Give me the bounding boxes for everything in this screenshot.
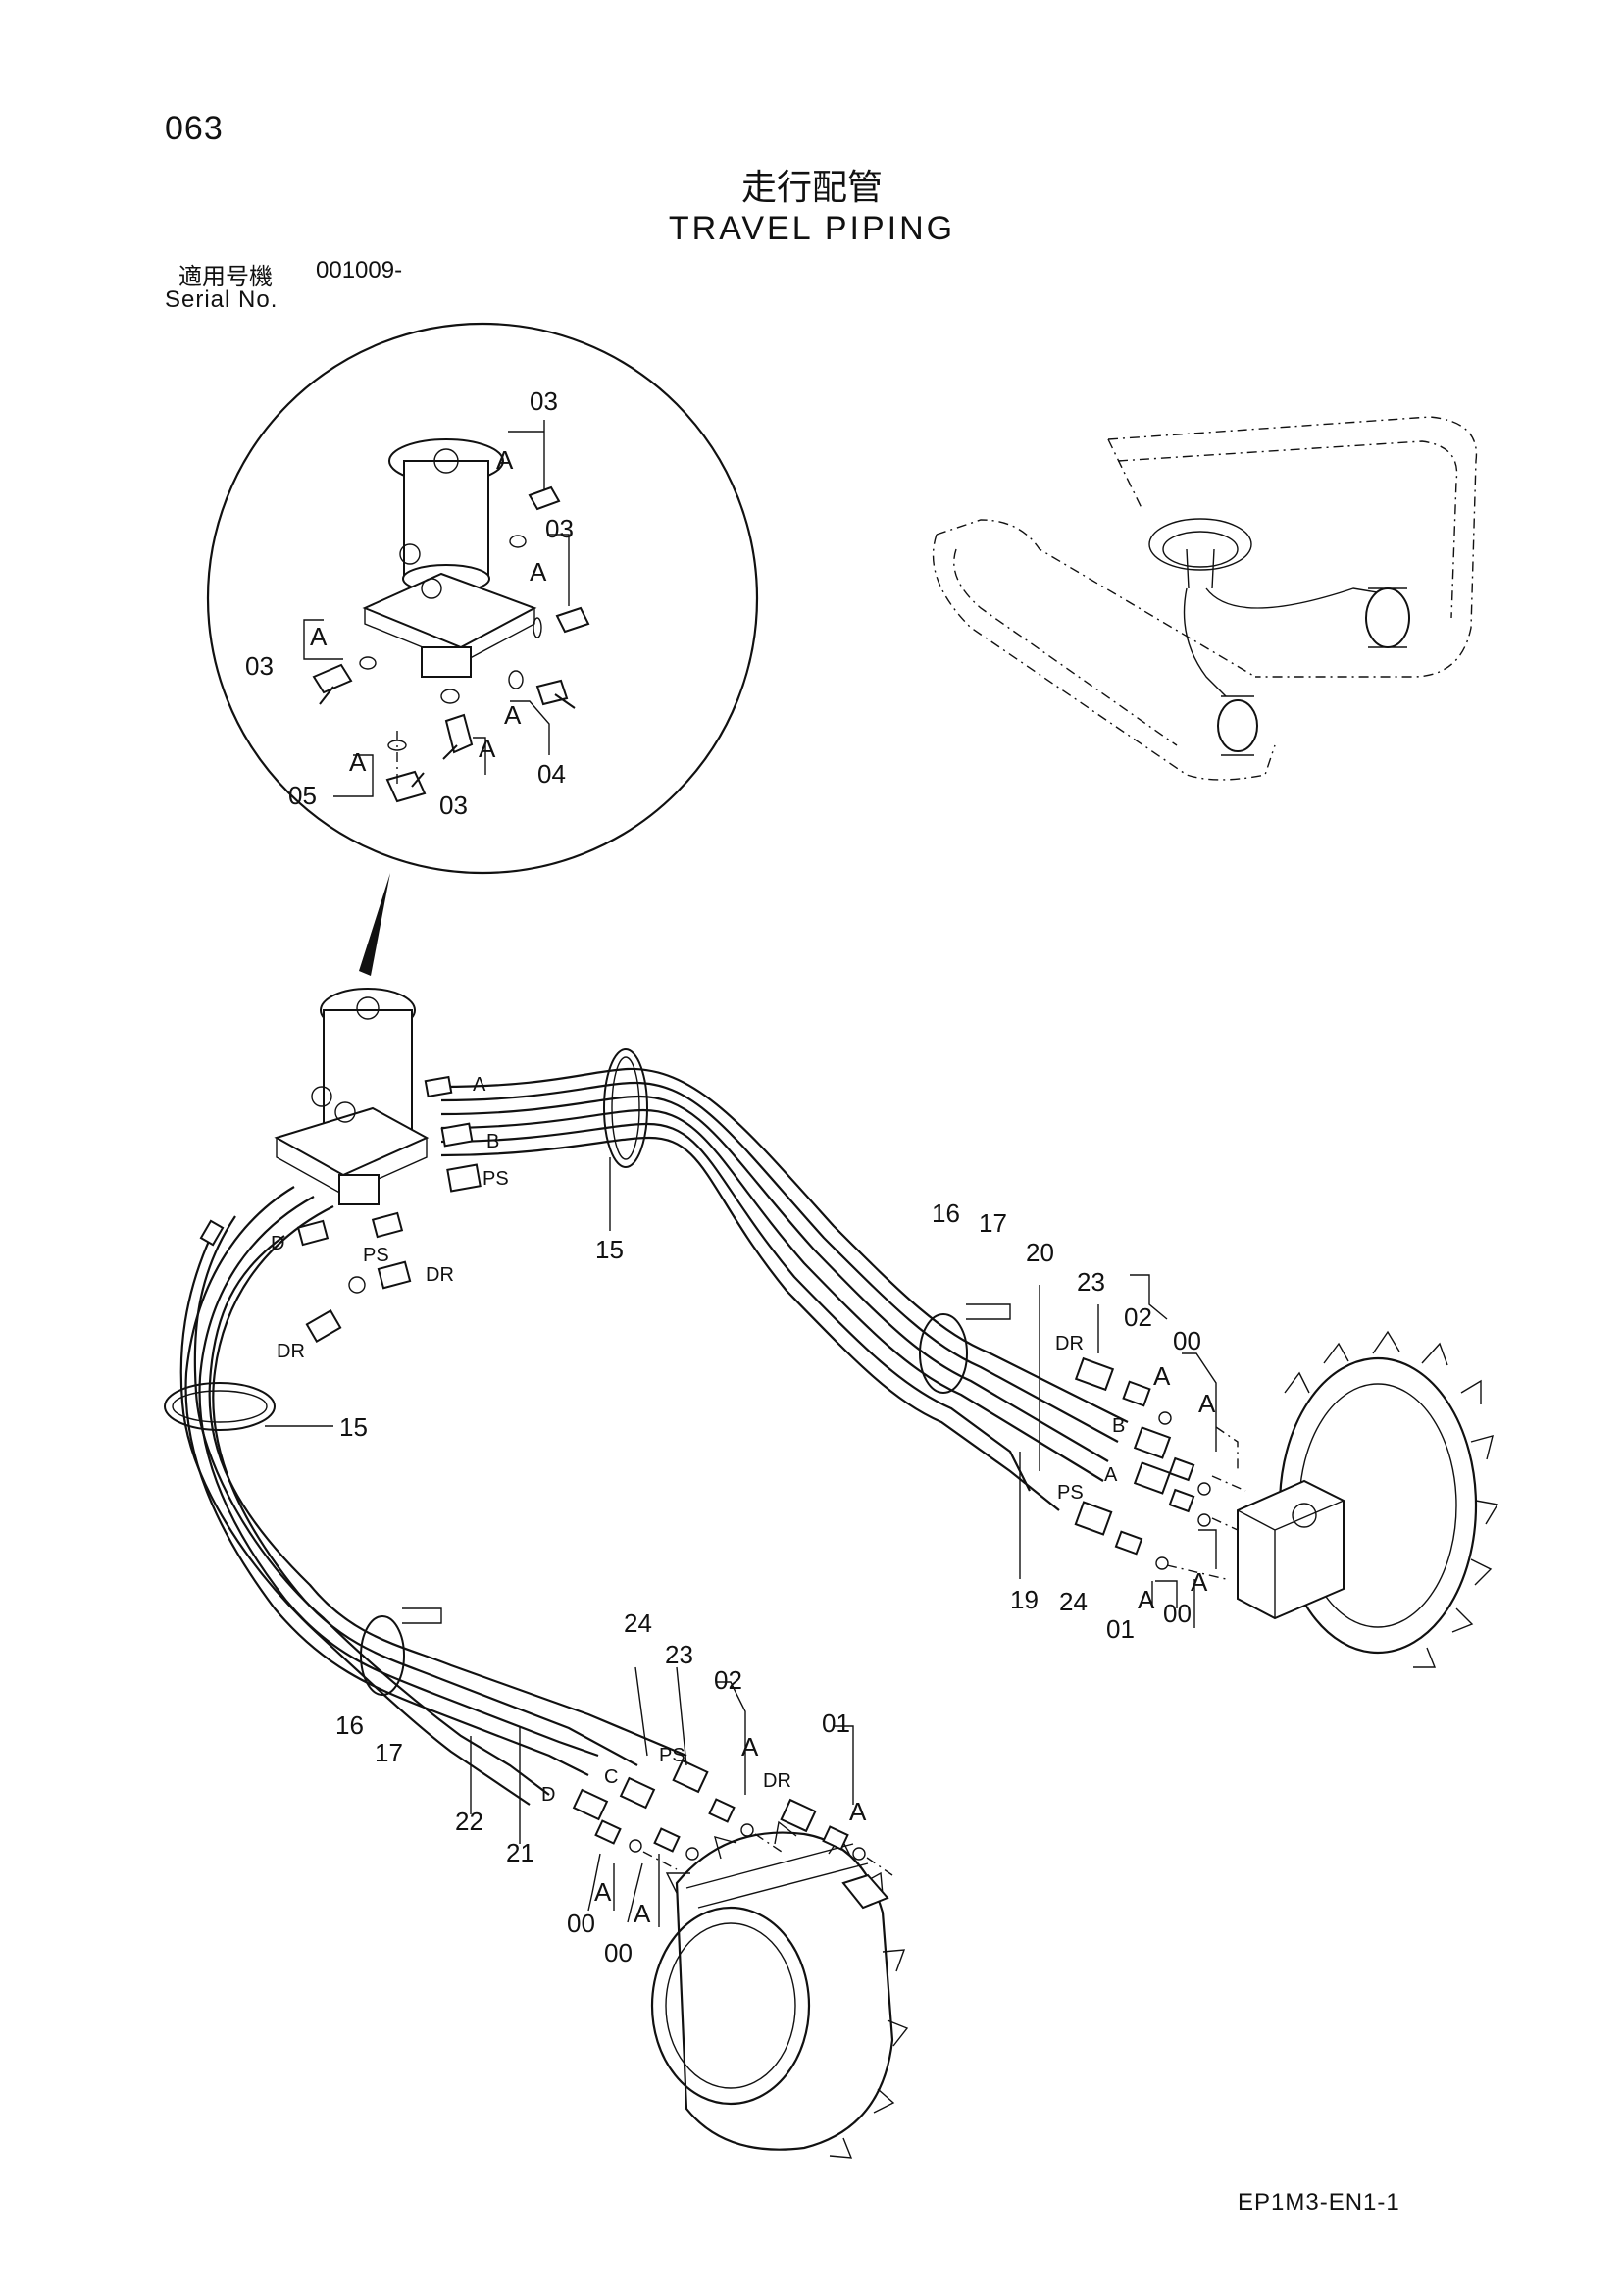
swivel-port-fittings — [199, 1075, 482, 1344]
detail-callout-05: 05 — [288, 781, 317, 810]
right-fittings — [1019, 1274, 1246, 1628]
detail-callout-03b: 03 — [545, 514, 574, 543]
port-tag-ps-left: PS — [659, 1745, 685, 1766]
callout-24-right: 24 — [1059, 1587, 1088, 1616]
undercarriage-overview — [932, 416, 1478, 781]
serial-value: 001009- — [316, 257, 403, 283]
serial-label-english: Serial No. — [165, 286, 279, 313]
detail-callout-03c: 03 — [245, 651, 274, 681]
title-japanese: 走行配管 — [740, 168, 883, 208]
port-tag-ps-right: PS — [1057, 1482, 1084, 1504]
detail-tag-a3: A — [310, 622, 328, 651]
detail-view: 03 03 03 04 05 03 A A A A A A — [206, 322, 759, 976]
callout-16-right: 16 — [932, 1199, 960, 1228]
port-tag-b-swivel: B — [486, 1131, 499, 1152]
detail-tag-a1: A — [496, 445, 514, 475]
callout-23-right: 23 — [1077, 1267, 1105, 1297]
port-tag-a-right: A — [1104, 1464, 1118, 1486]
callout-23-left: 23 — [665, 1640, 693, 1669]
callout-01-right: 01 — [1106, 1614, 1135, 1644]
detail-tag-a2: A — [530, 557, 547, 587]
callout-00-left-lower: 00 — [567, 1909, 595, 1938]
page-number: 063 — [165, 110, 224, 147]
port-tag-a-right-3: A — [1138, 1585, 1155, 1614]
port-tag-c-left: C — [604, 1766, 618, 1788]
port-tags: A B PS D PS DR DR DR B A PS A A A A C D … — [271, 1074, 1216, 1928]
port-tag-a-right-1: A — [1153, 1361, 1171, 1391]
port-tag-dr-left: DR — [277, 1341, 305, 1362]
callout-02-right: 02 — [1124, 1302, 1152, 1332]
callout-15-upper: 15 — [595, 1235, 624, 1264]
swivel-joint — [274, 988, 430, 1205]
callout-02-left: 02 — [714, 1665, 742, 1695]
port-tag-a-left-2: A — [849, 1797, 867, 1826]
detail-callout-03a: 03 — [530, 386, 558, 416]
detail-circle — [206, 322, 759, 875]
port-tag-b-right: B — [1112, 1415, 1125, 1437]
detail-callout-04: 04 — [537, 759, 566, 789]
callout-15-left: 15 — [339, 1412, 368, 1442]
callout-00-right-upper: 00 — [1173, 1326, 1201, 1355]
callout-24-left: 24 — [624, 1608, 652, 1638]
hose-clamps — [164, 1048, 1011, 1696]
port-tag-dr-swivel: DR — [426, 1264, 454, 1286]
hose-bundle — [179, 1067, 1129, 1806]
serial-label-japanese: 適用号機 — [178, 263, 273, 290]
callout-17-right: 17 — [979, 1208, 1007, 1238]
detail-pointer — [359, 873, 390, 976]
port-tag-d-left: D — [541, 1784, 555, 1806]
left-fittings — [470, 1666, 893, 1927]
swivel-joint-detail — [362, 438, 537, 678]
port-tag-a-right-2: A — [1198, 1389, 1216, 1418]
port-tag-dr-right: DR — [1055, 1333, 1084, 1354]
port-tag-ps-swivel-2: PS — [363, 1245, 389, 1266]
detail-tag-a4: A — [504, 700, 522, 730]
detail-callout-03d: 03 — [439, 791, 468, 820]
callout-19: 19 — [1010, 1585, 1039, 1614]
detail-leaders — [303, 420, 570, 797]
left-travel-motor — [650, 1820, 909, 2159]
port-tag-a-left-3: A — [594, 1877, 612, 1907]
detail-fittings — [312, 485, 590, 803]
detail-tag-a6: A — [479, 734, 496, 763]
port-tag-d-swivel: D — [271, 1233, 284, 1254]
title-english: TRAVEL PIPING — [668, 210, 956, 247]
port-tag-dr-left-motor: DR — [763, 1770, 791, 1792]
callout-16-left: 16 — [335, 1710, 364, 1740]
port-tag-ps-swivel: PS — [482, 1168, 509, 1190]
right-travel-motor — [1237, 1330, 1499, 1668]
callout-20: 20 — [1026, 1238, 1054, 1267]
callout-01-left: 01 — [822, 1709, 850, 1738]
port-tag-a-left-4: A — [634, 1899, 651, 1928]
port-tag-a-right-4: A — [1191, 1567, 1208, 1597]
detail-tag-a5: A — [349, 747, 367, 777]
port-tag-a-swivel: A — [473, 1074, 486, 1096]
callout-17-left: 17 — [375, 1738, 403, 1767]
main-callouts: 15 15 16 17 20 23 02 00 19 24 01 00 16 1… — [265, 1157, 1201, 1967]
callout-22: 22 — [455, 1807, 483, 1836]
port-tag-a-left-1: A — [741, 1732, 759, 1761]
callout-21: 21 — [506, 1838, 534, 1867]
document-code: EP1M3-EN1-1 — [1238, 2189, 1400, 2216]
callout-00-left-bottom: 00 — [604, 1938, 633, 1967]
callout-00-right-lower: 00 — [1163, 1599, 1192, 1628]
